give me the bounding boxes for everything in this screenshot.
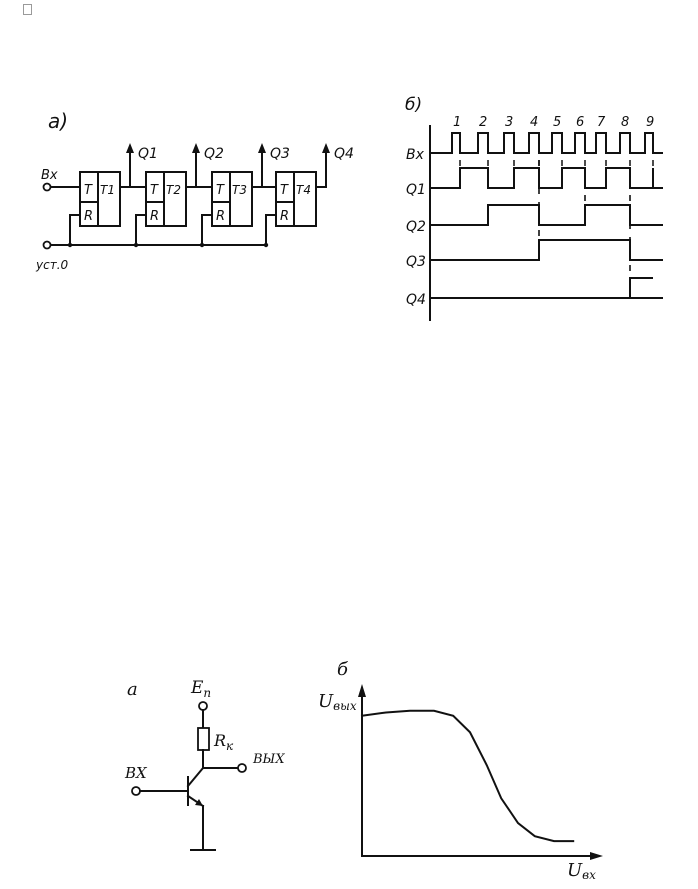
- trigger-4: TR T4 Q4: [263, 143, 354, 248]
- trigger-name: T4: [296, 183, 311, 197]
- input-terminal[interactable]: [42, 182, 52, 192]
- signal-label: Q1: [406, 182, 426, 198]
- npn-transistor: [186, 766, 216, 851]
- x-axis-arrow-icon: [590, 852, 603, 860]
- signal-waveform-q1: [429, 167, 663, 189]
- missing-glyph-icon: [23, 4, 32, 15]
- signal-waveform-q4: [429, 277, 653, 299]
- output-terminal[interactable]: [237, 763, 247, 773]
- pulse-number: 8: [621, 115, 629, 130]
- trigger-t-input: T: [84, 183, 93, 198]
- signal-waveform-q2: [429, 204, 663, 226]
- supply-terminal[interactable]: [198, 701, 208, 711]
- supply-label: Eп: [190, 678, 211, 700]
- resistor-rk: [197, 727, 210, 751]
- pulse-number: 5: [553, 115, 561, 130]
- signal-label: Q3: [406, 254, 426, 270]
- output-label: Q3: [270, 146, 290, 162]
- output-arrow-icon: [322, 143, 330, 153]
- emitter-arrow-icon: [195, 799, 203, 806]
- pulse-number: 7: [597, 115, 606, 130]
- trigger-r-input: R: [280, 209, 289, 224]
- input-label: Вх: [41, 168, 58, 183]
- trigger-box: [211, 171, 253, 227]
- trigger-box: [79, 171, 121, 227]
- transfer-curve: [360, 709, 575, 843]
- timing-diagram-label: б): [405, 95, 422, 115]
- output-label: Q2: [204, 146, 224, 162]
- inverter-input-label: ВХ: [124, 764, 148, 782]
- junction-dot: [67, 242, 73, 248]
- pulse-number: 6: [576, 115, 584, 130]
- output-label: ВЫХ: [252, 752, 285, 767]
- signal-label: Вх: [406, 147, 425, 163]
- trigger-box: [145, 171, 187, 227]
- trigger-t-input: T: [150, 183, 159, 198]
- transistor-collector: [186, 766, 205, 788]
- transfer-chart: б Uвых Uвх: [318, 659, 603, 882]
- trigger-name: T1: [100, 183, 115, 197]
- output-arrow-icon: [258, 143, 266, 153]
- trigger-t-input: T: [216, 183, 225, 198]
- signal-waveform-input: [429, 132, 663, 154]
- inverter-input-terminal[interactable]: [131, 786, 141, 796]
- junction-dot: [133, 242, 139, 248]
- inverter-circuit-label: а: [127, 679, 138, 700]
- trigger-name: T2: [166, 183, 181, 197]
- counter-circuit-label: а): [48, 109, 68, 133]
- pulse-number: 3: [505, 115, 513, 130]
- trigger-t-input: T: [280, 183, 289, 198]
- reset-terminal[interactable]: [42, 240, 52, 250]
- output-label: Q4: [334, 146, 354, 162]
- output-arrow-icon: [192, 143, 200, 153]
- x-axis-label: Uвх: [567, 860, 596, 882]
- y-axis-label: Uвых: [318, 691, 357, 713]
- y-axis-arrow-icon: [358, 684, 366, 697]
- pulse-number: 9: [646, 115, 654, 130]
- pulse-number: 1: [453, 115, 461, 130]
- pulse-number: 4: [530, 115, 538, 130]
- trigger-r-input: R: [150, 209, 159, 224]
- reset-label: уст.0: [35, 258, 69, 272]
- signal-label: Q4: [406, 292, 426, 308]
- output-label: Q1: [138, 146, 158, 162]
- trigger-r-input: R: [216, 209, 225, 224]
- trigger-r-input: R: [84, 209, 93, 224]
- output-arrow-icon: [126, 143, 134, 153]
- junction-dot: [263, 242, 269, 248]
- signal-label: Q2: [406, 219, 426, 235]
- inverter-circuit: а Eп Rк ВЫХ ВХ: [124, 678, 285, 851]
- pulse-number: 2: [479, 115, 487, 130]
- trigger-box: [275, 171, 317, 227]
- trigger-name: T3: [232, 183, 247, 197]
- transfer-chart-label: б: [337, 659, 349, 680]
- junction-dot: [199, 242, 205, 248]
- resistor-label: Rк: [213, 731, 234, 753]
- signal-waveform-q3: [429, 239, 663, 261]
